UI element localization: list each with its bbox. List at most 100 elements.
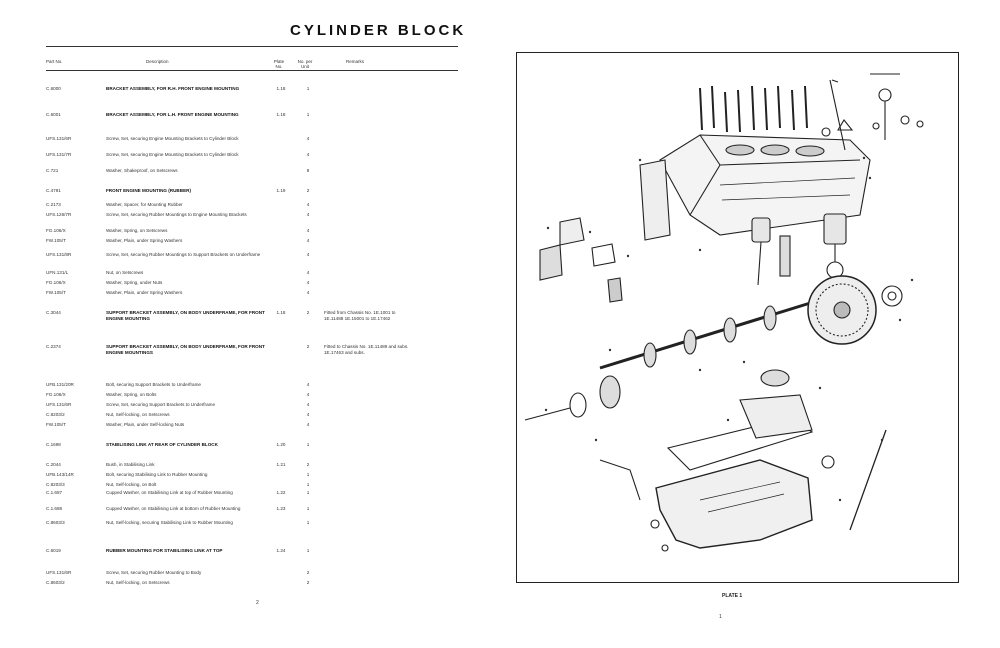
part-number-cell: FG.106/X bbox=[46, 228, 66, 233]
quantity-cell: 1 bbox=[306, 442, 310, 447]
description-cell: Washer, Plain, under Spring Washers bbox=[106, 290, 183, 295]
title-rule bbox=[46, 46, 458, 47]
description-cell: Bolt, securing Stabilising Link to Rubbe… bbox=[106, 472, 208, 477]
quantity-cell: 1 bbox=[306, 520, 310, 525]
quantity-cell: 1 bbox=[306, 548, 310, 553]
description-cell: SUPPORT BRACKET ASSEMBLY, ON BODY UNDERF… bbox=[106, 310, 265, 321]
part-number-cell: UFS.131/6R bbox=[46, 402, 72, 407]
crankshaft-drawing bbox=[599, 298, 821, 370]
description-cell: Screw, Set, securing Support Brackets to… bbox=[106, 402, 216, 407]
plate-caption: PLATE 1 bbox=[722, 593, 743, 599]
quantity-cell: 1 bbox=[306, 472, 310, 477]
quantity-cell: 8 bbox=[306, 168, 310, 173]
description-cell: Washer, Spacer, for Mounting Rubber bbox=[106, 202, 183, 207]
description-cell: Screw, Set, securing Rubber Mounting to … bbox=[106, 570, 202, 575]
description-cell: Washer, Shakeproof, on Setscrews bbox=[106, 168, 178, 173]
description-cell: Nut, on Setscrews bbox=[106, 270, 144, 275]
description-cell: Washer, Spring, under Nuts bbox=[106, 280, 163, 285]
quantity-cell: 4 bbox=[306, 382, 310, 387]
long-dipstick-drawing bbox=[849, 429, 887, 531]
exploded-diagram-frame bbox=[516, 52, 959, 583]
part-number-cell: C.2173 bbox=[46, 202, 61, 207]
description-cell: STABILISING LINK AT REAR OF CYLINDER BLO… bbox=[106, 442, 218, 447]
description-cell: Bolt, securing Support Brackets to Under… bbox=[106, 382, 201, 387]
part-number-cell: C.2374 bbox=[46, 344, 61, 349]
description-cell: Washer, Plain, under Self-locking Nuts bbox=[106, 422, 185, 427]
part-number-cell: C.6000 bbox=[46, 86, 61, 91]
remarks-cell: Fitted from Chassis No. 1E.1001 to 1E.11… bbox=[324, 310, 396, 321]
description-cell: Washer, Plain, under Spring Washers bbox=[106, 238, 183, 243]
cylinder-studs bbox=[699, 85, 808, 133]
quantity-cell: 4 bbox=[306, 270, 310, 275]
pistons-drawing bbox=[751, 213, 847, 286]
quantity-cell: 1 bbox=[306, 506, 310, 511]
part-number-cell: FW.105/T bbox=[46, 422, 66, 427]
part-number-cell: C.1698 bbox=[46, 442, 61, 447]
description-cell: Washer, Spring, on Setscrews bbox=[106, 228, 168, 233]
header-remarks: Remarks bbox=[346, 59, 365, 64]
part-number-cell: C.3044 bbox=[46, 310, 61, 315]
parts-list-page: CYLINDER BLOCK Part No. Description Plat… bbox=[0, 0, 480, 648]
part-number-cell: C.6001 bbox=[46, 112, 61, 117]
quantity-cell: 4 bbox=[306, 252, 310, 257]
quantity-cell: 2 bbox=[306, 462, 310, 467]
quantity-cell: 4 bbox=[306, 152, 310, 157]
quantity-cell: 4 bbox=[306, 212, 310, 217]
part-number-cell: C.1.688 bbox=[46, 506, 63, 511]
description-cell: Cupped Washer, on Stabilising Link at bo… bbox=[106, 506, 241, 511]
part-number-cell: C.2044 bbox=[46, 462, 61, 467]
header-no-per-unit: No. per Unit bbox=[297, 59, 313, 69]
callout-markers bbox=[544, 156, 914, 502]
plate-number-cell: 1.21 bbox=[276, 462, 286, 467]
remarks-cell: Fitted to Chassis No. 1E.11489 and subs.… bbox=[324, 344, 409, 355]
description-cell: Washer, Spring, on Bolts bbox=[106, 392, 157, 397]
header-description: Description bbox=[146, 59, 169, 64]
part-number-cell: UFS.126/7R bbox=[46, 212, 72, 217]
quantity-cell: 4 bbox=[306, 136, 310, 141]
quantity-cell: 1 bbox=[306, 490, 310, 495]
left-page-number: 2 bbox=[256, 600, 259, 606]
part-number-cell: UFS.131/6R bbox=[46, 570, 72, 575]
plate-number-cell: 1.18 bbox=[276, 86, 286, 91]
part-number-cell: C.6019 bbox=[46, 548, 61, 553]
bracket-assembly-drawing bbox=[539, 217, 623, 303]
description-cell: Bush, in Stabilising Link bbox=[106, 462, 155, 467]
description-cell: Screw, Set, securing Engine Mounting Bra… bbox=[106, 152, 239, 157]
part-number-cell: C.4791 bbox=[46, 188, 61, 193]
flywheel-drawing bbox=[807, 275, 903, 345]
misc-small-parts bbox=[599, 455, 835, 552]
part-number-cell: UFN.131/L bbox=[46, 270, 69, 275]
part-number-cell: UFS.131/7R bbox=[46, 152, 72, 157]
description-cell: Nut, Self-locking, on Bolt bbox=[106, 482, 157, 487]
quantity-cell: 2 bbox=[306, 310, 310, 315]
quantity-cell: 4 bbox=[306, 422, 310, 427]
plate-number-cell: 1.19 bbox=[276, 188, 286, 193]
description-cell: Screw, Set, securing Engine Mounting Bra… bbox=[106, 136, 239, 141]
quantity-cell: 2 bbox=[306, 580, 310, 585]
description-cell: Cupped Washer, on Stabilising Link at to… bbox=[106, 490, 233, 495]
quantity-cell: 1 bbox=[306, 86, 310, 91]
quantity-cell: 4 bbox=[306, 280, 310, 285]
part-number-cell: FG.106/X bbox=[46, 392, 66, 397]
quantity-cell: 4 bbox=[306, 402, 310, 407]
page-title: CYLINDER BLOCK bbox=[290, 22, 467, 39]
plate-number-cell: 1.20 bbox=[276, 442, 286, 447]
header-part-no: Part No. bbox=[46, 59, 63, 64]
description-cell: RUBBER MOUNTING FOR STABILISING LINK AT … bbox=[106, 548, 223, 553]
part-number-cell: FW.105/T bbox=[46, 238, 66, 243]
small-parts-top-right bbox=[821, 73, 924, 140]
header-rule bbox=[46, 70, 458, 71]
part-number-cell: FG.106/X bbox=[46, 280, 66, 285]
sump-drawing bbox=[655, 394, 814, 549]
part-number-cell: UFS.131/8R bbox=[46, 252, 72, 257]
oil-cap-drawing bbox=[760, 369, 790, 387]
quantity-cell: 1 bbox=[306, 112, 310, 117]
quantity-cell: 4 bbox=[306, 238, 310, 243]
right-page-number: 1 bbox=[719, 614, 722, 620]
quantity-cell: 4 bbox=[306, 392, 310, 397]
part-number-cell: UFB.143/14R bbox=[46, 472, 74, 477]
description-cell: Nut, Self-locking, on Setscrews bbox=[106, 412, 170, 417]
front-pulley-drawing bbox=[524, 375, 621, 421]
part-number-cell: C.721 bbox=[46, 168, 59, 173]
